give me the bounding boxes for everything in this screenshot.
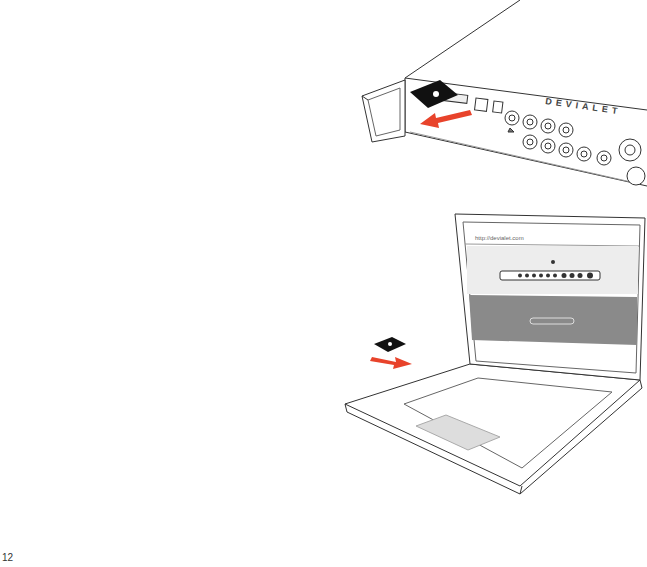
removal-arrow: [420, 110, 472, 128]
sd-card: [410, 80, 458, 108]
screen-connectors: [518, 273, 593, 279]
sd-card: [374, 337, 406, 352]
browser-url: http://devialet.com: [475, 235, 524, 241]
page-number: 12: [2, 553, 13, 563]
insert-arrow: [370, 357, 412, 369]
rca-connectors: [505, 111, 645, 185]
brand-lettering: DEVIALET: [545, 97, 622, 117]
laptop: [345, 214, 645, 494]
amplifier-device: [362, 0, 647, 186]
